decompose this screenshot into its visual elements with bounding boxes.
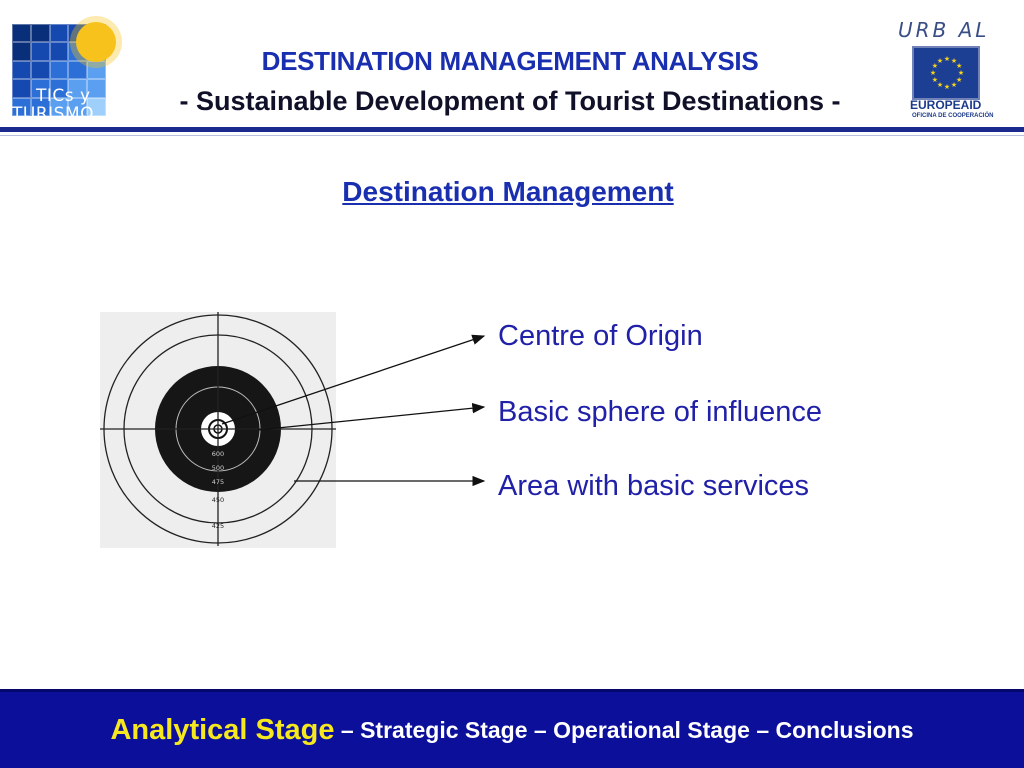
- tics-y-turismo-logo: TICs y TURISMO: [10, 8, 122, 123]
- page-subtitle: - Sustainable Development of Tourist Des…: [179, 86, 841, 116]
- eu-star-icon: ★: [956, 62, 962, 70]
- stage-strategic[interactable]: Strategic Stage: [360, 716, 528, 743]
- logo-tile: [68, 97, 88, 116]
- logo-tile: [68, 79, 88, 98]
- logo-tile: [30, 97, 50, 116]
- eu-star-icon: ★: [956, 76, 962, 84]
- label-area-with-basic-services: Area with basic services: [498, 470, 810, 502]
- stage-analytical-active[interactable]: Analytical Stage: [110, 713, 335, 746]
- eu-star-icon: ★: [951, 81, 957, 89]
- label-centre-of-origin: Centre of Origin: [498, 320, 703, 352]
- eu-star-icon: ★: [944, 83, 950, 91]
- logo-tile: [30, 60, 50, 80]
- ring-number-labels: 600 500 475 450 425: [212, 450, 224, 530]
- eu-star-icon: ★: [937, 57, 943, 65]
- eu-star-icon: ★: [930, 69, 936, 77]
- stage-separator: –: [527, 716, 554, 743]
- arrow-basic-sphere: [257, 403, 486, 431]
- arrow-centre-of-origin: [221, 334, 486, 425]
- eu-stars-icon: ★★★★★★★★★★★★: [930, 55, 964, 91]
- header-divider-thin: [0, 135, 1024, 136]
- logo-tile: [12, 24, 31, 43]
- logo-text-turismo: TURISMO: [12, 104, 94, 124]
- eu-star-icon: ★: [932, 76, 938, 84]
- ring-number-label: 600: [212, 450, 224, 458]
- stage-separator: –: [749, 716, 776, 743]
- section-title: Destination Management: [342, 176, 674, 207]
- stage-conclusions[interactable]: Conclusions: [775, 716, 914, 743]
- logo-tile: [49, 97, 69, 116]
- logo-tile: [12, 42, 31, 61]
- logo-tile: [49, 60, 69, 80]
- ring-number-label: 475: [212, 478, 224, 486]
- logo-tile: [12, 60, 31, 80]
- logo-tile: [68, 60, 88, 80]
- logo-tile: [30, 24, 50, 43]
- logo-tile: [30, 42, 50, 61]
- urbal-europeaid-logo: URB AL ★★★★★★★★★★★★ EUROPEAID OFICINA DE…: [898, 8, 998, 120]
- eu-star-icon: ★: [932, 62, 938, 70]
- oficina-logo-text: OFICINA DE COOPERACIÓN: [912, 113, 994, 119]
- logo-tile: [87, 97, 106, 116]
- logo-tile: [49, 42, 69, 61]
- ring-number-label: 450: [212, 496, 224, 504]
- logo-tile: [87, 79, 106, 98]
- ring-number-label: 425: [212, 522, 224, 530]
- europeaid-logo-text: EUROPEAID: [910, 98, 982, 112]
- header-divider: [0, 127, 1024, 132]
- stage-navigation-bar: Analytical Stage – Strategic Stage – Ope…: [0, 689, 1024, 768]
- eu-star-icon: ★: [958, 69, 964, 77]
- label-basic-sphere-of-influence: Basic sphere of influence: [498, 396, 823, 428]
- logo-tile: [12, 97, 31, 116]
- logo-text-tics: TICs y: [36, 86, 91, 106]
- logo-tile: [49, 24, 69, 43]
- logo-tile: [30, 79, 50, 98]
- stage-operational[interactable]: Operational Stage: [553, 716, 750, 743]
- eu-star-icon: ★: [951, 57, 957, 65]
- sun-icon: [76, 22, 116, 62]
- stage-separator: –: [334, 716, 361, 743]
- eu-flag-icon: ★★★★★★★★★★★★: [912, 46, 980, 100]
- logo-tile: [12, 79, 31, 98]
- ring-number-label: 500: [212, 464, 224, 472]
- urbal-logo-text: URB AL: [898, 18, 990, 42]
- logo-tile: [49, 79, 69, 98]
- eu-star-icon: ★: [944, 55, 950, 63]
- eu-star-icon: ★: [937, 81, 943, 89]
- page-title: DESTINATION MANAGEMENT ANALYSIS: [261, 46, 759, 76]
